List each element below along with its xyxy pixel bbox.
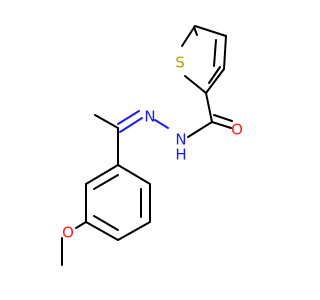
carbonyl-oxygen-label: O bbox=[231, 121, 243, 139]
benzene-ring bbox=[85, 164, 151, 241]
bond-thiophene-to-carbonyl bbox=[205, 92, 213, 123]
bond-thiophene-s-c2 bbox=[184, 75, 207, 94]
bond-nh-to-n bbox=[154, 119, 169, 129]
bond-benzene-4 bbox=[85, 221, 119, 241]
bond-thiophene-c3-s bbox=[181, 25, 196, 47]
hydrazone-group bbox=[94, 110, 143, 166]
bond-ring-to-ether-o bbox=[75, 221, 87, 229]
bond-thiophene-c4-c5-inner bbox=[213, 39, 217, 67]
bond-thiophene-c3-c4 bbox=[194, 25, 227, 37]
structure-diagram: S O N N H O bbox=[61, 25, 243, 266]
bond-carbonyl-to-nh bbox=[187, 121, 213, 138]
bond-thiophene-c4-c5 bbox=[223, 35, 227, 70]
ether-oxygen-label: O bbox=[62, 224, 74, 242]
imine-nitrogen-label: N bbox=[144, 108, 155, 126]
bond-benzene-6 bbox=[85, 164, 119, 185]
bond-thiophene-c2-c5-inner bbox=[208, 66, 221, 84]
amide-hydrogen-label: H bbox=[175, 146, 186, 164]
sulfur-atom-label: S bbox=[175, 54, 185, 72]
bond-benzene-6-inner bbox=[93, 174, 119, 190]
bond-benzene-3 bbox=[117, 221, 151, 241]
bond-imine-1 bbox=[119, 117, 143, 133]
bond-carbonyl-o-2 bbox=[213, 114, 233, 122]
bond-thiophene-c3-double bbox=[193, 26, 198, 36]
thiophene-ring bbox=[181, 25, 227, 94]
bond-imine-c-to-methyl bbox=[94, 114, 119, 129]
bond-imine-2 bbox=[117, 110, 140, 125]
amide-group bbox=[154, 92, 233, 138]
methoxy-group bbox=[61, 221, 87, 266]
amide-nitrogen-label: N bbox=[175, 131, 186, 149]
bond-benzene-1 bbox=[117, 164, 151, 185]
bond-benzene-4-inner bbox=[93, 215, 119, 231]
bond-carbonyl-o-1 bbox=[211, 121, 232, 129]
bond-thiophene-c2-c5 bbox=[205, 68, 225, 94]
